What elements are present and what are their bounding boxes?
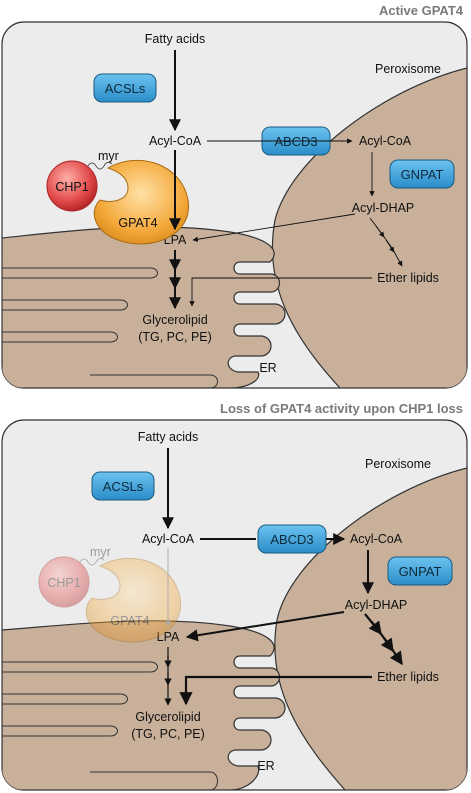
arrow-acyl-dhap-to-lpa bbox=[185, 611, 345, 642]
arrow-ether-lipids-to-glycerolipid bbox=[179, 675, 372, 706]
ether-lipids-label: Ether lipids bbox=[377, 670, 439, 684]
arrow-chain-step bbox=[385, 239, 395, 253]
panel-title: Loss of GPAT4 activity upon CHP1 loss bbox=[220, 401, 463, 416]
myristoyl-anchor bbox=[79, 557, 105, 566]
arrow-ether-lipids-to-glycerolipid bbox=[189, 277, 372, 307]
er-label: ER bbox=[257, 759, 274, 773]
er-fold bbox=[2, 267, 158, 279]
chp1-label: CHP1 bbox=[47, 576, 80, 590]
chp1-protein bbox=[46, 160, 98, 212]
panel-active: Active GPAT4 Fatty acids Acyl-CoA Acyl-C… bbox=[1, 3, 468, 389]
abcd3-label: ABCD3 bbox=[274, 134, 317, 149]
glycerolipid-sub-label: (TG, PC, PE) bbox=[131, 727, 205, 741]
glycerolipid-sub-label: (TG, PC, PE) bbox=[138, 330, 212, 344]
acyl-coa-label: Acyl-CoA bbox=[149, 134, 202, 148]
perox-acyl-coa-label: Acyl-CoA bbox=[350, 532, 403, 546]
er-fold bbox=[90, 374, 218, 388]
arrow-chain-step bbox=[380, 637, 394, 653]
perox-acyl-coa-label: Acyl-CoA bbox=[359, 134, 412, 148]
fatty-acids-label: Fatty acids bbox=[138, 430, 198, 444]
arrow-acyl-dhap-to-lpa bbox=[192, 213, 356, 242]
inactive-gpat4-complex: GPAT4 CHP1 myr bbox=[38, 545, 181, 643]
gnpat-label: GNPAT bbox=[399, 564, 442, 579]
gnpat-label: GNPAT bbox=[401, 167, 444, 182]
er-fold bbox=[90, 771, 218, 790]
gpat4-label: GPAT4 bbox=[118, 216, 157, 230]
gpat4-label: GPAT4 bbox=[110, 614, 149, 628]
arrow-chain-step bbox=[368, 620, 382, 636]
gnpat-protein: GNPAT bbox=[387, 556, 453, 586]
panel-chp1-loss: Loss of GPAT4 activity upon CHP1 loss Fa… bbox=[1, 401, 468, 791]
er-fold bbox=[2, 661, 158, 673]
acyl-coa-label: Acyl-CoA bbox=[142, 532, 195, 546]
gpat4-protein bbox=[85, 557, 181, 643]
myr-label: myr bbox=[98, 149, 119, 163]
er-label: ER bbox=[259, 361, 276, 375]
er-fold bbox=[2, 331, 118, 343]
myr-label: myr bbox=[90, 545, 111, 559]
ether-lipids-label: Ether lipids bbox=[377, 271, 439, 285]
acsls-protein: ACSLs bbox=[91, 471, 155, 501]
acsls-protein: ACSLs bbox=[93, 73, 157, 103]
er-fold bbox=[2, 693, 128, 705]
peroxisome-organelle bbox=[271, 67, 467, 388]
glycerolipid-label: Glycerolipid bbox=[135, 710, 200, 724]
peroxisome-label: Peroxisome bbox=[365, 457, 431, 471]
chp1-label: CHP1 bbox=[55, 180, 88, 194]
abcd3-protein: ABCD3 bbox=[257, 524, 327, 554]
gnpat-protein: GNPAT bbox=[389, 159, 455, 189]
acyl-dhap-label: Acyl-DHAP bbox=[352, 201, 415, 215]
acsls-label: ACSLs bbox=[103, 479, 144, 494]
er-fold bbox=[2, 299, 128, 311]
acyl-dhap-label: Acyl-DHAP bbox=[345, 598, 408, 612]
acsls-label: ACSLs bbox=[105, 81, 146, 96]
glycerolipid-label: Glycerolipid bbox=[142, 313, 207, 327]
gpat4-protein bbox=[93, 159, 189, 245]
chp1-protein bbox=[38, 556, 90, 608]
myristoyl-anchor bbox=[87, 161, 113, 170]
er-fold bbox=[2, 725, 118, 737]
peroxisome-label: Peroxisome bbox=[375, 62, 441, 76]
panel-title: Active GPAT4 bbox=[379, 3, 464, 18]
fatty-acids-label: Fatty acids bbox=[145, 32, 205, 46]
er-membrane bbox=[2, 226, 286, 388]
abcd3-label: ABCD3 bbox=[270, 532, 313, 547]
arrow-chain-step bbox=[375, 225, 385, 238]
